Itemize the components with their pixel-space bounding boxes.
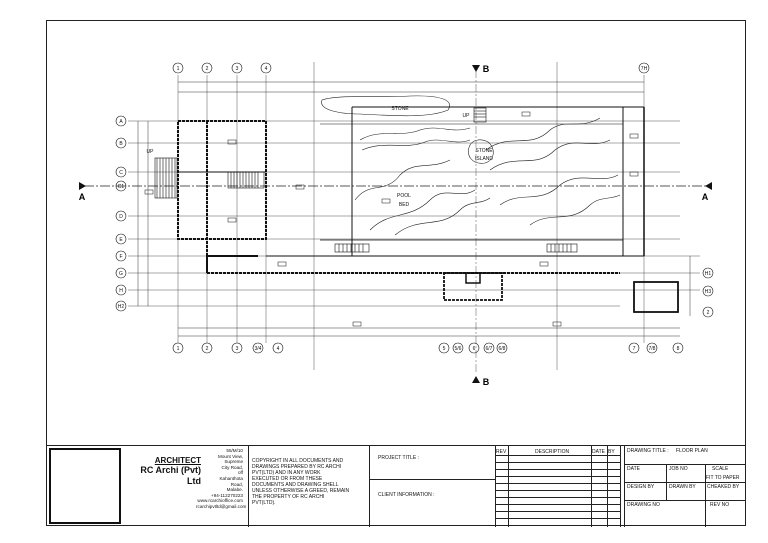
grid-label-top-1: 1	[177, 66, 180, 72]
scale-label: SCALE	[712, 466, 729, 472]
company-name: RC Archi (Pvt) Ltd	[140, 465, 201, 486]
stair-up-label-top: UP	[463, 113, 471, 119]
title-block: ARCHITECT RC Archi (Pvt) Ltd 55/M/10 Mou…	[46, 445, 746, 527]
architect-name: ARCHITECT RC Archi (Pvt) Ltd	[126, 456, 201, 487]
copyright-line: DRAWINGS PREPARED BY RC ARCHI	[252, 464, 342, 470]
grid-label-left-h: H	[119, 288, 123, 294]
grid-label-right-h1: H1	[705, 271, 712, 277]
address-line: off	[237, 470, 243, 476]
address-line: Mount View,	[218, 453, 243, 459]
drawing-title-label: DRAWING TITLE :	[627, 448, 669, 454]
rev-column-header: REV	[496, 449, 507, 455]
grid-label-left-c1: C1	[118, 184, 125, 190]
pool-bed-label-1: POOL	[397, 193, 411, 199]
section-a-right-label: A	[702, 192, 709, 202]
grid-label-bottom-7-8: 7/8	[649, 346, 656, 352]
section-a-left-label: A	[79, 192, 86, 202]
stair-up-label-left: UP	[147, 149, 155, 155]
copyright-line: UNLESS OTHERWISE A GREED, REMAIN	[252, 488, 350, 494]
grid-label-bottom-3: 3	[236, 346, 239, 352]
grid-label-bottom-1: 1	[177, 346, 180, 352]
phone-number: +94-112270223	[211, 492, 243, 498]
grid-label-bottom-2: 2	[206, 346, 209, 352]
fixtures	[144, 111, 639, 327]
copyright-line: COPYRIGHT IN ALL DOCUMENTS AND	[252, 458, 344, 464]
grid-label-bottom-6: 6	[473, 346, 476, 352]
copyright-line: PVT(LTD).	[252, 500, 276, 506]
drawing-sheet-border	[46, 20, 746, 526]
by-column-header: BY	[608, 449, 615, 455]
company-logo-box	[49, 448, 121, 524]
pool-bed-label-2: BED	[399, 202, 410, 208]
grid-label-right-h3: H3	[705, 289, 712, 295]
design-by-label: DESIGN BY	[627, 484, 655, 490]
copyright-line: PVT(LTD) AND IN ANY WORK	[252, 470, 321, 476]
copyright-line: DOCUMENTS AND DRAWING SHELL	[252, 482, 339, 488]
grid-label-bottom-6-8: 6/8	[499, 346, 506, 352]
section-a-left-arrow-icon	[79, 182, 86, 190]
email: rcarchipvtltd@gmail.com	[196, 503, 247, 509]
copyright-line: THE PROPERTY OF RC ARCHI	[252, 494, 325, 500]
date-label: DATE	[627, 466, 640, 472]
stone-island-label-1: STONE	[475, 148, 493, 154]
address-line: Road,	[230, 481, 243, 487]
website: www.rcarchioffice.com	[197, 498, 243, 504]
date-column-header: DATE	[592, 449, 605, 455]
section-a-right-arrow-icon	[705, 182, 712, 190]
grid-label-bottom-7: 7	[633, 346, 636, 352]
section-b-bottom-arrow-icon	[472, 376, 480, 383]
address-line: City Road,	[221, 464, 243, 470]
grid-label-bottom-8: 8	[677, 346, 680, 352]
description-column-header: DESCRIPTION	[535, 449, 570, 455]
grid-bubbles	[115, 62, 714, 354]
job-no-label: JOB NO	[669, 466, 688, 472]
address-line: Kahanthota	[219, 475, 243, 481]
grid-label-right-2: 2	[707, 310, 710, 316]
walls	[177, 106, 679, 313]
grid-label-left-h2: H2	[118, 304, 125, 310]
checked-by-label: CHEAKED BY	[707, 484, 740, 490]
copyright-line: EXECUTED OR FROM THESE	[252, 476, 323, 482]
grid-label-left-d: D	[119, 214, 123, 220]
client-info-label: CLIENT INFORMATION :	[378, 492, 435, 498]
grid-label-left-a: A	[119, 119, 123, 125]
section-b-top-label: B	[483, 64, 490, 74]
dimension-lines	[137, 81, 691, 337]
stairs	[154, 107, 578, 253]
drawing-title-value: FLOOR PLAN	[676, 448, 708, 454]
grid-label-bottom-4: 4	[277, 346, 280, 352]
copyright-notice: COPYRIGHT IN ALL DOCUMENTS AND DRAWINGS …	[252, 458, 364, 506]
drawing-no-label: DRAWING NO	[627, 502, 660, 508]
drawn-by-label: DRAWN BY	[669, 484, 696, 490]
address-line: Supreme	[224, 459, 243, 465]
pool-contours	[321, 95, 621, 236]
address-line: Malabe.	[226, 487, 243, 493]
scale-value: FIT TO PAPER	[706, 475, 740, 481]
grid-label-left-e: E	[119, 237, 123, 243]
grid-label-top-4: 4	[265, 66, 268, 72]
grid-label-bottom-3-4: 3/4	[255, 346, 262, 352]
grid-label-bottom-5: 5	[443, 346, 446, 352]
stone-label: STONE	[391, 106, 409, 112]
architect-title: ARCHITECT	[154, 456, 201, 465]
company-address: 55/M/10 Mount View, Supreme City Road, o…	[196, 448, 247, 510]
grid-label-top-3: 3	[236, 66, 239, 72]
grid-label-bottom-5-6: 5/6	[455, 346, 462, 352]
section-b-bottom-label: B	[483, 377, 490, 387]
grid-label-left-f: F	[119, 254, 122, 260]
grid-label-top-7h: 7H	[641, 66, 648, 72]
section-b-top-arrow-icon	[472, 65, 480, 72]
address-line: 55/M/10	[226, 448, 243, 453]
grid-label-bottom-6-7: 6/7	[486, 346, 493, 352]
rev-no-label: REV NO	[710, 502, 730, 508]
grid-label-left-g: G	[119, 271, 123, 277]
grid-label-left-c: C	[119, 170, 123, 176]
grid-label-left-b: B	[119, 141, 123, 147]
project-title-label: PROJECT TITLE :	[378, 455, 419, 461]
grid-label-top-2: 2	[206, 66, 209, 72]
section-markers: A A B B	[79, 64, 712, 387]
stone-island-label-2: ISLAND	[475, 156, 493, 162]
